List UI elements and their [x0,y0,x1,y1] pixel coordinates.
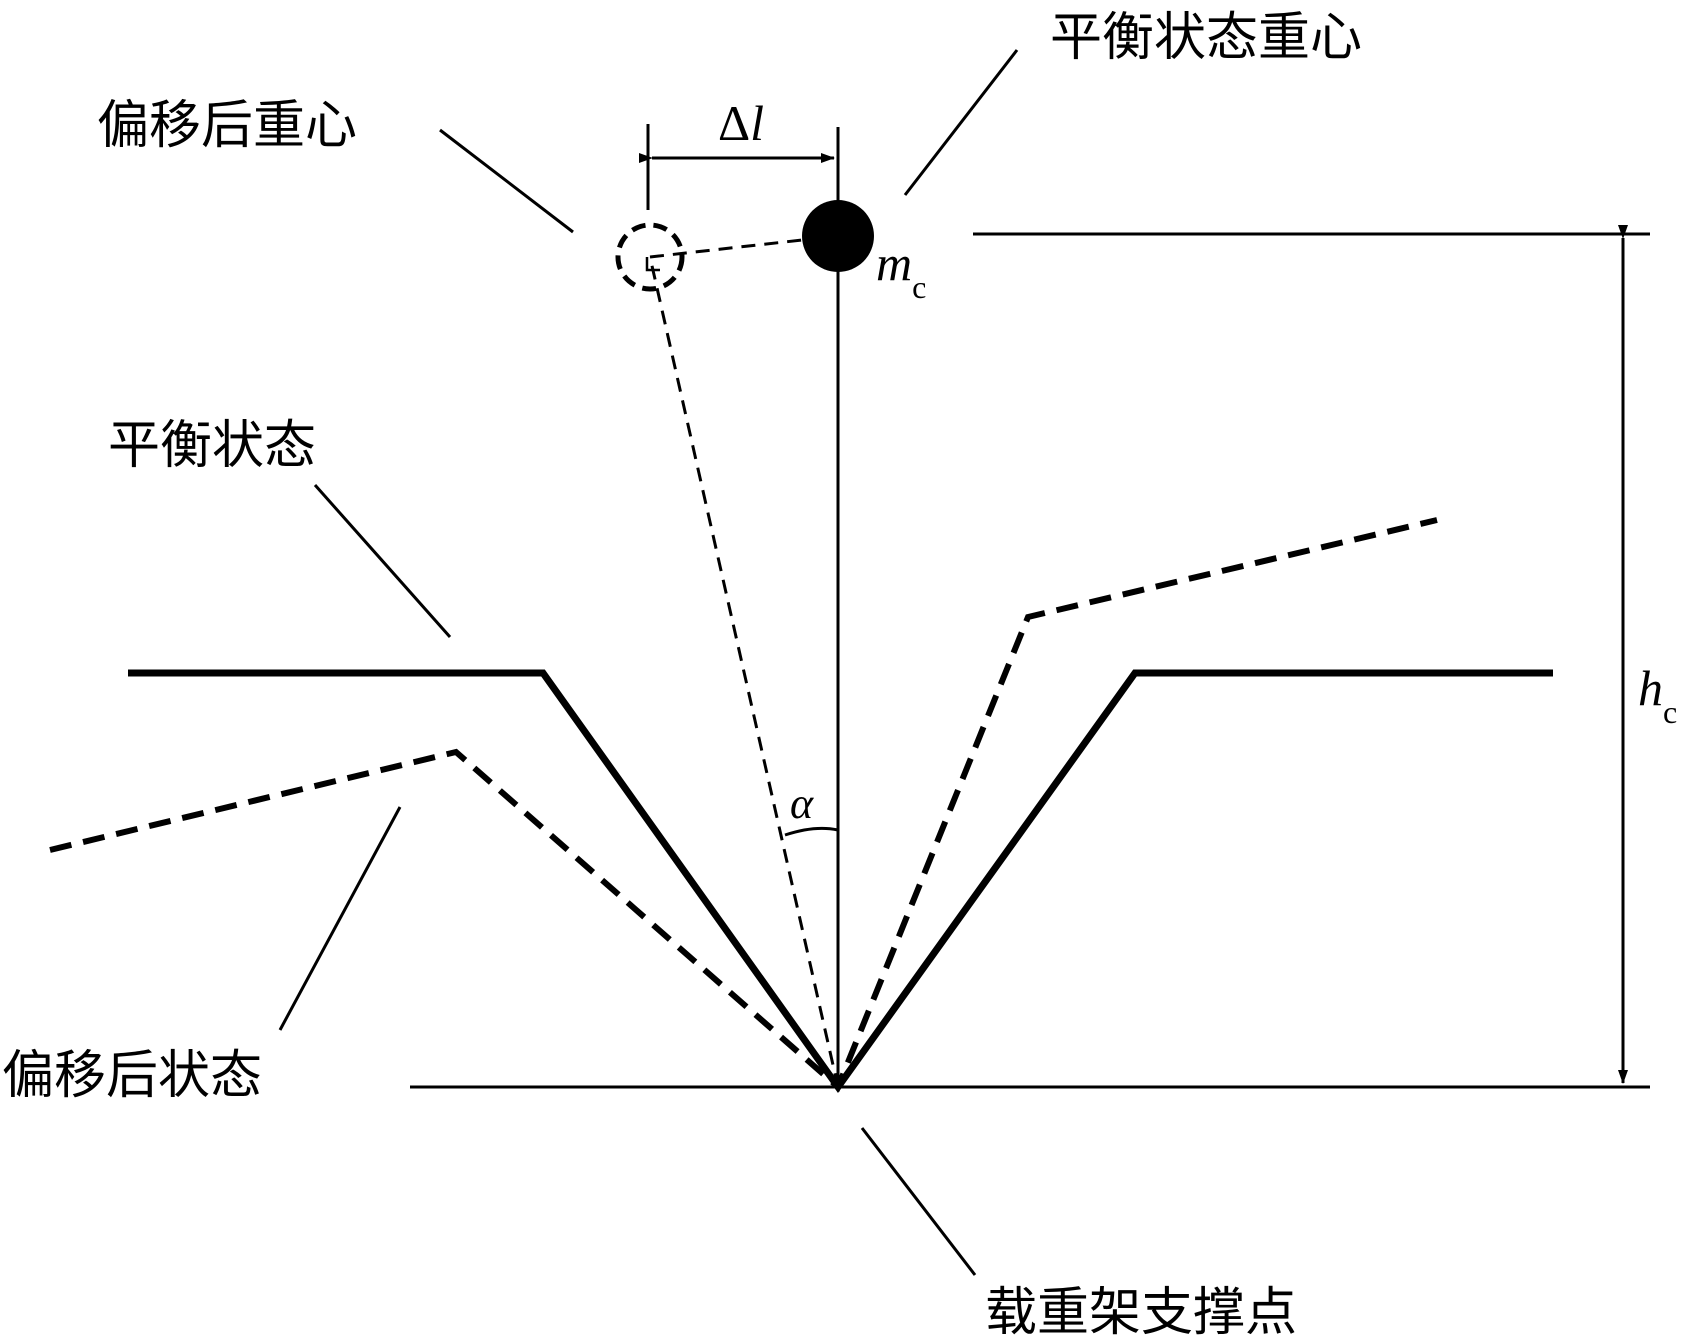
angle-alpha-arc [784,826,839,837]
balanced-cg-marker [802,200,874,272]
shifted-state-frame [49,517,1438,1093]
tilted-cg-line [648,256,840,1088]
delta-symbol: Δ [718,95,750,151]
l-variable: l [750,95,764,151]
label-balanced-state: 平衡状态 [108,416,316,476]
leader-balanced-cg [903,49,1019,196]
leader-support-point [860,1127,977,1276]
shifted-cg-marker [615,222,685,292]
mass-variable: m [876,235,912,291]
height-variable: h [1638,660,1663,716]
leader-shifted-state [278,806,402,1031]
mass-label: mc [876,235,926,305]
balanced-state-frame [128,669,1553,1094]
delta-l-label: Δl [718,95,764,151]
leader-balanced-state [313,484,452,638]
leader-shifted-cg [439,128,574,234]
height-subscript: c [1663,694,1677,730]
label-shifted-state: 偏移后状态 [2,1046,262,1106]
label-balanced-cg: 平衡状态重心 [1050,8,1362,68]
angle-alpha-label: α [790,779,814,828]
height-label: hc [1638,660,1677,730]
right-angle-mark [645,257,660,272]
mass-subscript: c [912,269,926,305]
cg-connector-line [649,234,839,259]
label-support-point: 载重架支撑点 [985,1283,1297,1341]
label-shifted-cg: 偏移后重心 [97,96,357,156]
